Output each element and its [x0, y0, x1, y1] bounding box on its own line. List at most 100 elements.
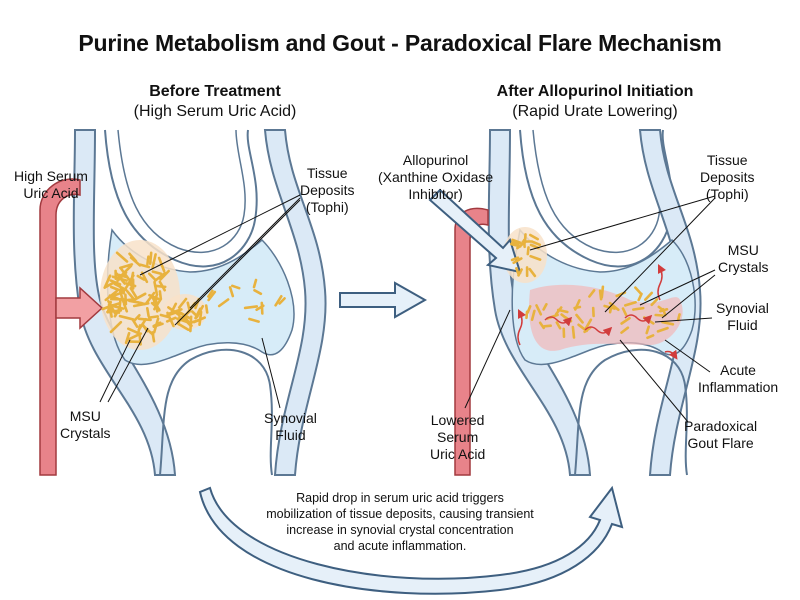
- label-line: High Serum: [14, 168, 88, 184]
- label-line: Rapid drop in serum uric acid triggers: [296, 491, 504, 505]
- inflammation-zone: [529, 284, 683, 351]
- msu-crystal: [645, 325, 651, 335]
- msu-crystal: [198, 310, 203, 327]
- label-line: Crystals: [60, 425, 111, 441]
- msu-crystal: [531, 240, 542, 247]
- transition-arrow: [339, 281, 428, 319]
- page-title: Purine Metabolism and Gout - Paradoxical…: [78, 30, 722, 56]
- msu-crystal: [583, 326, 592, 334]
- msu-crystal: [274, 294, 283, 307]
- msu-crystal: [123, 278, 133, 292]
- msu-crystal: [530, 309, 536, 322]
- bone-upper-before: [104, 129, 258, 268]
- label-line: (Tophi): [705, 186, 749, 202]
- msu-crystal: [204, 304, 209, 314]
- label-line: Inflammation: [698, 379, 779, 395]
- mechanism-note: Rapid drop in serum uric acid triggers m…: [266, 490, 534, 554]
- msu-crystal: [165, 311, 177, 318]
- msu-crystal: [142, 325, 155, 337]
- subheading-after: (Rapid Urate Lowering): [512, 103, 678, 120]
- msu-crystal: [147, 272, 157, 282]
- label-line: Crystals: [718, 259, 769, 275]
- msu-crystal: [159, 269, 170, 281]
- bone-right-outer-before: [263, 129, 327, 476]
- msu-crystal: [637, 292, 643, 302]
- msu-crystal: [136, 274, 146, 281]
- msu-crystal: [146, 255, 150, 266]
- msu-crystal: [126, 289, 136, 301]
- msu-crystal: [538, 321, 546, 330]
- msu-crystal: [153, 271, 167, 282]
- msu-crystal: [124, 293, 128, 306]
- fluid-crystals-before: [204, 278, 286, 323]
- msu-crystal: [584, 318, 593, 331]
- msu-crystal: [228, 286, 235, 298]
- msu-crystal: [103, 274, 112, 290]
- msu-crystal: [535, 304, 543, 316]
- label-line: Uric Acid: [430, 446, 486, 462]
- heading-before: Before Treatment: [149, 83, 281, 100]
- inflammation-arrow-6: [664, 349, 678, 360]
- msu-crystal: [650, 298, 659, 307]
- bone-upper-inner-after: [532, 129, 661, 254]
- msu-crystal: [517, 268, 523, 277]
- label-line: Tissue: [706, 152, 748, 168]
- msu-crystal: [139, 263, 151, 269]
- msu-crystal: [119, 290, 125, 304]
- inflammation-arrow-3: [624, 314, 653, 325]
- allopurinol-arrow: [428, 188, 522, 274]
- msu-crystal: [656, 326, 669, 333]
- bone-lower-before: [159, 348, 273, 476]
- msu-crystal: [608, 301, 620, 312]
- label-line: Acute: [720, 362, 756, 378]
- label-line: and acute inflammation.: [333, 539, 467, 553]
- label-line: MSU: [69, 408, 101, 424]
- msu-crystal: [165, 316, 177, 323]
- msu-crystal: [153, 280, 158, 295]
- label-line: Uric Acid: [23, 185, 79, 201]
- msu-crystal: [571, 325, 576, 339]
- msu-crystal: [631, 306, 645, 311]
- msu-crystal: [620, 316, 631, 325]
- msu-crystal: [119, 266, 131, 281]
- crystals-after: [509, 233, 681, 340]
- msu-crystal: [231, 284, 241, 290]
- msu-crystal: [643, 291, 654, 302]
- msu-crystal: [252, 278, 258, 289]
- msu-crystal: [654, 313, 664, 317]
- label-line: MSU: [727, 242, 759, 258]
- msu-crystal: [207, 290, 217, 302]
- msu-crystal: [543, 324, 553, 328]
- msu-crystal: [515, 266, 520, 276]
- msu-crystal: [207, 289, 214, 298]
- msu-crystal: [661, 320, 675, 326]
- msu-crystal: [598, 289, 603, 301]
- msu-crystal: [623, 300, 637, 307]
- msu-crystal: [620, 326, 630, 334]
- msu-crystal: [109, 279, 122, 286]
- leader-lines: [99, 194, 716, 423]
- msu-crystal: [128, 299, 143, 305]
- msu-crystal: [136, 324, 142, 336]
- label-line: Allopurinol: [402, 152, 469, 168]
- msu-crystal: [131, 318, 139, 329]
- crystals-before: [101, 251, 206, 346]
- msu-crystal: [152, 317, 160, 334]
- msu-crystal: [167, 306, 181, 317]
- msu-crystal: [554, 306, 563, 316]
- msu-crystal: [588, 289, 596, 298]
- msu-crystal: [148, 251, 153, 266]
- label-line: Gout Flare: [687, 435, 754, 451]
- msu-crystal: [118, 283, 125, 295]
- label-line: Fluid: [275, 427, 306, 443]
- msu-crystal: [132, 313, 141, 323]
- msu-crystal: [129, 256, 142, 267]
- heading-after: After Allopurinol Initiation: [496, 83, 694, 100]
- msu-crystal: [137, 317, 152, 322]
